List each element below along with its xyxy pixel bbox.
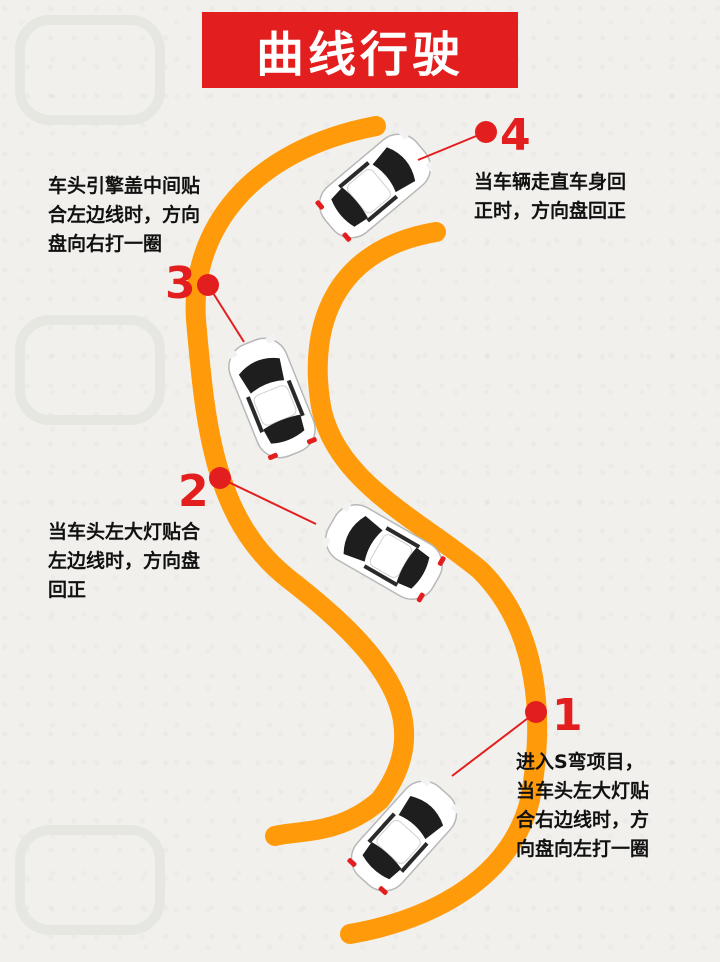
marker-dot-4 — [475, 121, 497, 143]
marker-number-4: 4 — [500, 110, 531, 161]
marker-dot-2 — [209, 467, 231, 489]
step-2-text: 当车头左大灯贴合 左边线时，方向盘 回正 — [48, 521, 201, 601]
car-at-marker-3 — [220, 330, 324, 466]
connector-line-4 — [417, 131, 487, 161]
step-1-text: 进入S弯项目， 当车头左大灯贴 合右边线时，方 向盘向左打一圈 — [516, 751, 650, 860]
track-left-boundary — [185, 116, 415, 846]
watermark-car-icon — [15, 15, 165, 125]
title-banner: 曲线行驶 — [202, 12, 518, 88]
car-entering — [340, 770, 468, 902]
page-title: 曲线行驶 — [255, 27, 464, 83]
marker-dot-3 — [197, 274, 219, 296]
marker-number-1: 1 — [552, 690, 583, 741]
car-at-marker-2 — [316, 495, 452, 609]
watermark-car-icon — [15, 315, 165, 425]
connector-line-3 — [207, 284, 245, 343]
connector-line-1 — [451, 711, 537, 777]
track-right-boundary — [307, 222, 548, 944]
step-4-text: 当车辆走直车身回 正时，方向盘回正 — [474, 171, 627, 222]
marker-number-3: 3 — [165, 258, 196, 309]
watermark-car-icon — [15, 825, 165, 935]
marker-dot-1 — [525, 701, 547, 723]
step-3-text: 车头引擎盖中间贴 合左边线时，方向 盘向右打一圈 — [48, 175, 201, 255]
connector-line-2 — [219, 477, 317, 525]
marker-number-2: 2 — [178, 466, 209, 517]
